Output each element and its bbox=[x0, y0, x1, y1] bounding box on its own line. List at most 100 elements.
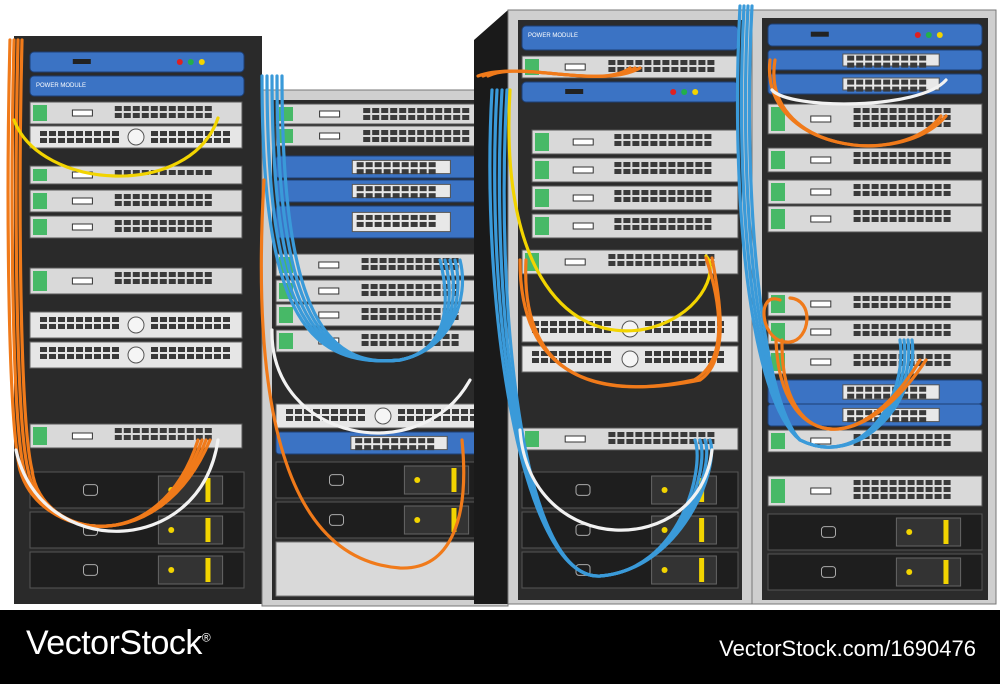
port bbox=[195, 279, 203, 284]
port bbox=[681, 321, 688, 326]
port bbox=[186, 227, 194, 232]
port bbox=[916, 441, 924, 446]
port bbox=[392, 221, 400, 227]
port bbox=[406, 308, 414, 313]
port bbox=[390, 130, 398, 135]
port bbox=[112, 131, 119, 136]
port bbox=[901, 417, 909, 423]
port bbox=[871, 480, 879, 485]
port bbox=[361, 265, 369, 270]
port bbox=[340, 416, 347, 421]
port bbox=[856, 55, 864, 61]
port bbox=[892, 79, 900, 85]
port bbox=[424, 284, 432, 289]
port bbox=[410, 193, 418, 199]
port bbox=[424, 265, 432, 270]
port bbox=[880, 494, 888, 499]
port bbox=[663, 328, 670, 333]
port bbox=[898, 159, 906, 164]
port bbox=[871, 296, 879, 301]
port bbox=[114, 272, 122, 277]
psu-module bbox=[771, 433, 785, 449]
port bbox=[680, 60, 688, 65]
port bbox=[196, 138, 203, 143]
drive-indicator bbox=[451, 468, 457, 492]
drive-handle bbox=[329, 514, 344, 526]
status-led bbox=[681, 89, 688, 95]
port bbox=[286, 416, 293, 421]
port bbox=[381, 108, 389, 113]
port bbox=[853, 159, 861, 164]
port bbox=[363, 115, 371, 120]
port bbox=[103, 354, 110, 359]
port bbox=[286, 409, 293, 414]
switch-unit bbox=[275, 125, 495, 147]
port bbox=[677, 141, 685, 146]
port bbox=[856, 62, 864, 68]
port bbox=[853, 494, 861, 499]
port bbox=[295, 409, 302, 414]
port bbox=[650, 190, 658, 195]
port bbox=[159, 106, 167, 111]
port bbox=[889, 296, 897, 301]
port bbox=[355, 438, 363, 444]
port bbox=[608, 439, 616, 444]
port bbox=[699, 351, 706, 356]
port bbox=[85, 324, 92, 329]
port bbox=[677, 218, 685, 223]
top-blue-unit bbox=[521, 81, 739, 103]
port bbox=[889, 108, 897, 113]
port bbox=[907, 331, 915, 336]
port bbox=[399, 130, 407, 135]
connector bbox=[810, 115, 832, 123]
port bbox=[626, 60, 634, 65]
port bbox=[898, 494, 906, 499]
port bbox=[123, 106, 131, 111]
port bbox=[632, 141, 640, 146]
port bbox=[427, 438, 435, 444]
port bbox=[632, 190, 640, 195]
port bbox=[150, 435, 158, 440]
port bbox=[451, 341, 459, 346]
port bbox=[443, 416, 450, 421]
port bbox=[114, 227, 122, 232]
port bbox=[168, 113, 176, 118]
port bbox=[349, 416, 356, 421]
port bbox=[397, 284, 405, 289]
port bbox=[400, 438, 408, 444]
port bbox=[614, 134, 622, 139]
port bbox=[623, 225, 631, 230]
port bbox=[689, 60, 697, 65]
port bbox=[901, 55, 909, 61]
port bbox=[410, 214, 418, 220]
port bbox=[381, 115, 389, 120]
port bbox=[177, 272, 185, 277]
port bbox=[645, 328, 652, 333]
port bbox=[916, 217, 924, 222]
port bbox=[356, 193, 364, 199]
port bbox=[653, 261, 661, 266]
port bbox=[707, 254, 715, 259]
port bbox=[880, 361, 888, 366]
port bbox=[659, 162, 667, 167]
port bbox=[76, 324, 83, 329]
logo-text: VectorStock bbox=[26, 624, 202, 662]
registered-mark: ® bbox=[201, 630, 211, 645]
port bbox=[398, 416, 405, 421]
port bbox=[391, 445, 399, 451]
port bbox=[865, 86, 873, 92]
port bbox=[168, 227, 176, 232]
port bbox=[871, 152, 879, 157]
port bbox=[331, 416, 338, 421]
port bbox=[196, 317, 203, 322]
port bbox=[399, 108, 407, 113]
port bbox=[370, 291, 378, 296]
port bbox=[853, 152, 861, 157]
port bbox=[672, 328, 679, 333]
port bbox=[617, 254, 625, 259]
port bbox=[132, 272, 140, 277]
port bbox=[177, 201, 185, 206]
port bbox=[698, 261, 706, 266]
port bbox=[577, 321, 584, 326]
port bbox=[177, 428, 185, 433]
